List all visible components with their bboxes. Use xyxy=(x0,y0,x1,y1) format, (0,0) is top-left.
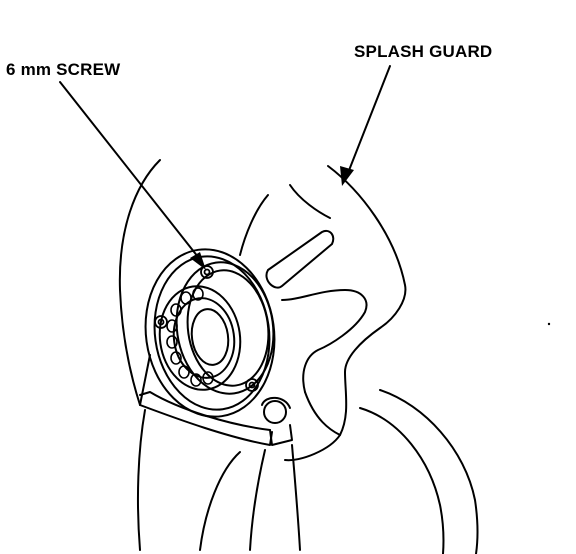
hub-flange-ring xyxy=(175,261,275,395)
guard-bottom-contour xyxy=(304,391,341,436)
splash-guard-upper-edge xyxy=(289,184,331,219)
guard-inner-contour xyxy=(281,289,368,393)
screw-left xyxy=(154,315,168,329)
lower-arm-face xyxy=(139,404,273,446)
screw-top xyxy=(200,265,214,279)
lower-arm-end xyxy=(269,424,293,446)
screw-leader-line xyxy=(59,81,203,263)
speck xyxy=(547,322,551,326)
splash-guard-left-edge xyxy=(239,194,269,256)
ball-joint xyxy=(263,400,287,424)
flange-screws xyxy=(154,265,259,392)
lower-arm-link xyxy=(291,444,301,551)
knuckle-inner-edge xyxy=(139,354,151,406)
bearing-inner-race xyxy=(172,297,236,379)
hub-flange-outer xyxy=(144,248,276,418)
drum-arc-outer xyxy=(379,389,479,554)
screw-arrowhead xyxy=(190,252,206,270)
guard-slot xyxy=(265,230,335,289)
hub-flange-ring-inner xyxy=(186,269,270,387)
bearing-outer-race xyxy=(158,285,242,391)
lower-arm-mid xyxy=(199,451,241,551)
ball-joint-boot xyxy=(261,396,291,409)
lower-arm-right xyxy=(249,449,266,551)
screw-bottom-right xyxy=(245,378,259,392)
splash-guard-arrowhead xyxy=(340,166,354,186)
drum-arc-inner xyxy=(359,407,445,554)
screw-callout-label: 6 mm SCREW xyxy=(6,60,121,79)
bearing-bore xyxy=(190,308,230,366)
splash-guard-callout-label: SPLASH GUARD xyxy=(354,42,493,61)
splash-guard-outline xyxy=(284,165,407,462)
lower-arm-body xyxy=(136,409,146,551)
splash-guard-leader-line xyxy=(345,65,391,179)
knuckle-outline xyxy=(118,159,161,406)
bearing-rollers xyxy=(166,287,214,387)
lower-arm-top xyxy=(139,391,271,431)
